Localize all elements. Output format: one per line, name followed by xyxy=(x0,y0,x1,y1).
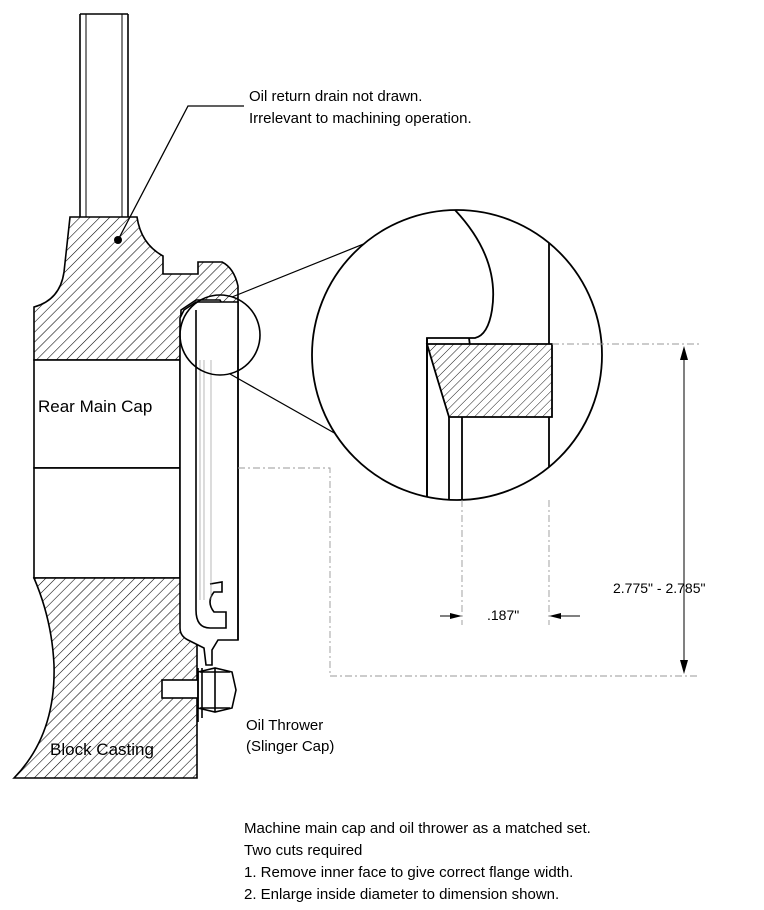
flange-width-dimension: .187" xyxy=(487,607,520,623)
zoom-circle xyxy=(311,209,603,501)
detail-callout-circle xyxy=(179,294,261,376)
crankshaft xyxy=(79,13,129,217)
machined-flange-section xyxy=(425,343,553,418)
drain-note-line1: Oil return drain not drawn. xyxy=(249,88,423,105)
inside-diameter-dimension: 2.775" - 2.785" xyxy=(613,580,706,596)
oil-thrower-label: Oil Thrower xyxy=(246,717,324,734)
oil-thrower-inner xyxy=(195,310,227,629)
id-extension-lower xyxy=(238,467,700,677)
note-line: 1. Remove inner face to give correct fla… xyxy=(244,864,574,881)
rear-main-cap-label: Rear Main Cap xyxy=(38,397,153,416)
note-line: Two cuts required xyxy=(244,842,363,859)
note-line: 2. Enlarge inside diameter to dimension … xyxy=(244,886,560,903)
block-casting-label: Block Casting xyxy=(50,740,154,759)
note-line: Machine main cap and oil thrower as a ma… xyxy=(244,820,591,837)
drain-note-line2: Irrelevant to machining operation. xyxy=(249,110,472,127)
magnified-detail xyxy=(312,210,602,500)
drain-note-leader xyxy=(117,105,244,241)
retaining-bolt xyxy=(161,667,237,722)
block-casting-section xyxy=(12,577,198,779)
machining-notes: Machine main cap and oil thrower as a ma… xyxy=(244,818,591,906)
slinger-cap-label: (Slinger Cap) xyxy=(246,738,335,755)
oil-thrower-outline xyxy=(179,301,239,666)
